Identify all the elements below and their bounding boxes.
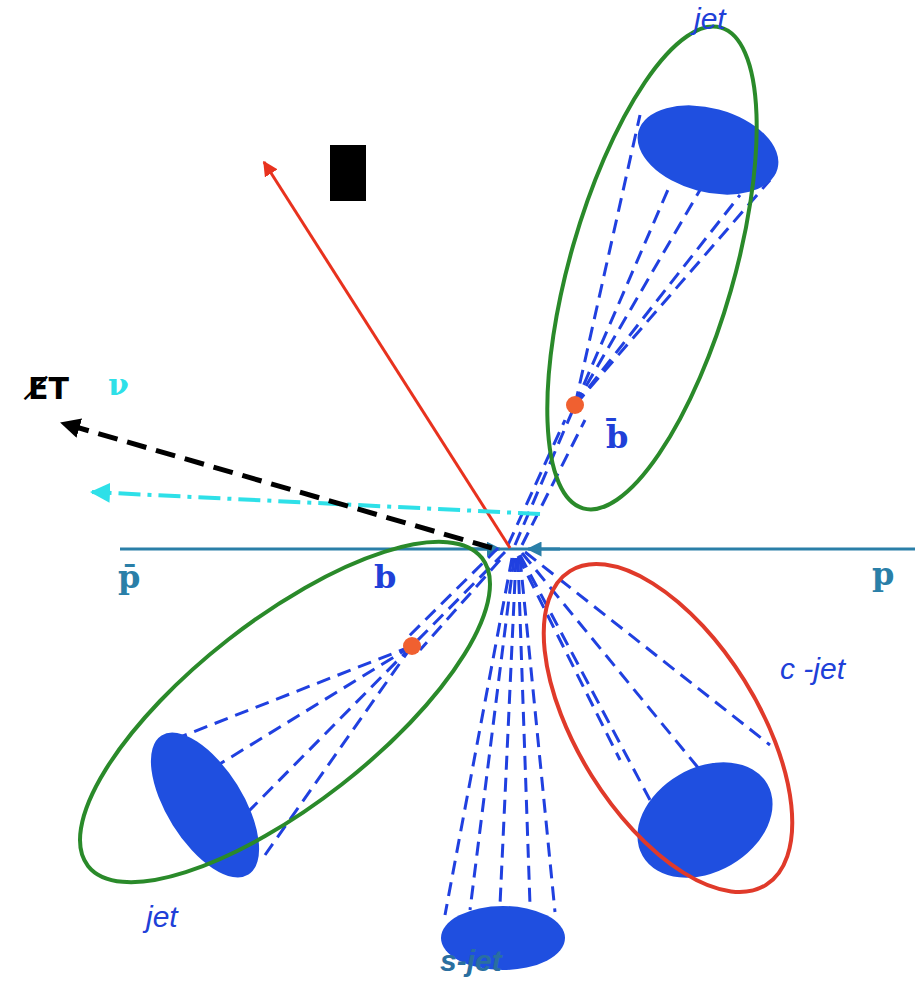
neutrino-label: ν xyxy=(108,368,129,401)
decay-vertex xyxy=(566,396,584,414)
beam-arrow xyxy=(528,548,560,551)
jet-label: jet xyxy=(146,900,178,933)
jet-outline xyxy=(504,5,799,531)
quark-label: b xyxy=(374,560,396,595)
beam-label: p xyxy=(872,557,894,592)
jet-label: s-jet xyxy=(440,944,502,977)
jet-tracks xyxy=(518,552,770,800)
jet-tracks xyxy=(445,558,555,915)
jet-deposit xyxy=(617,739,794,901)
lepton-symbol xyxy=(330,145,366,201)
jet-outline xyxy=(494,523,843,932)
missing-et-label: E̸T xyxy=(28,372,69,405)
jet-deposit xyxy=(129,715,280,894)
missing-et-arrow xyxy=(62,423,492,548)
beam-label: p̄ xyxy=(118,560,140,595)
jet-label: jet xyxy=(694,2,726,35)
jet-label: c -jet xyxy=(780,652,845,685)
jet-outline xyxy=(31,486,538,939)
quark-label: b̄ xyxy=(606,420,628,455)
decay-vertex xyxy=(403,637,421,655)
jet-deposit xyxy=(628,91,789,209)
beam-line xyxy=(120,548,915,551)
